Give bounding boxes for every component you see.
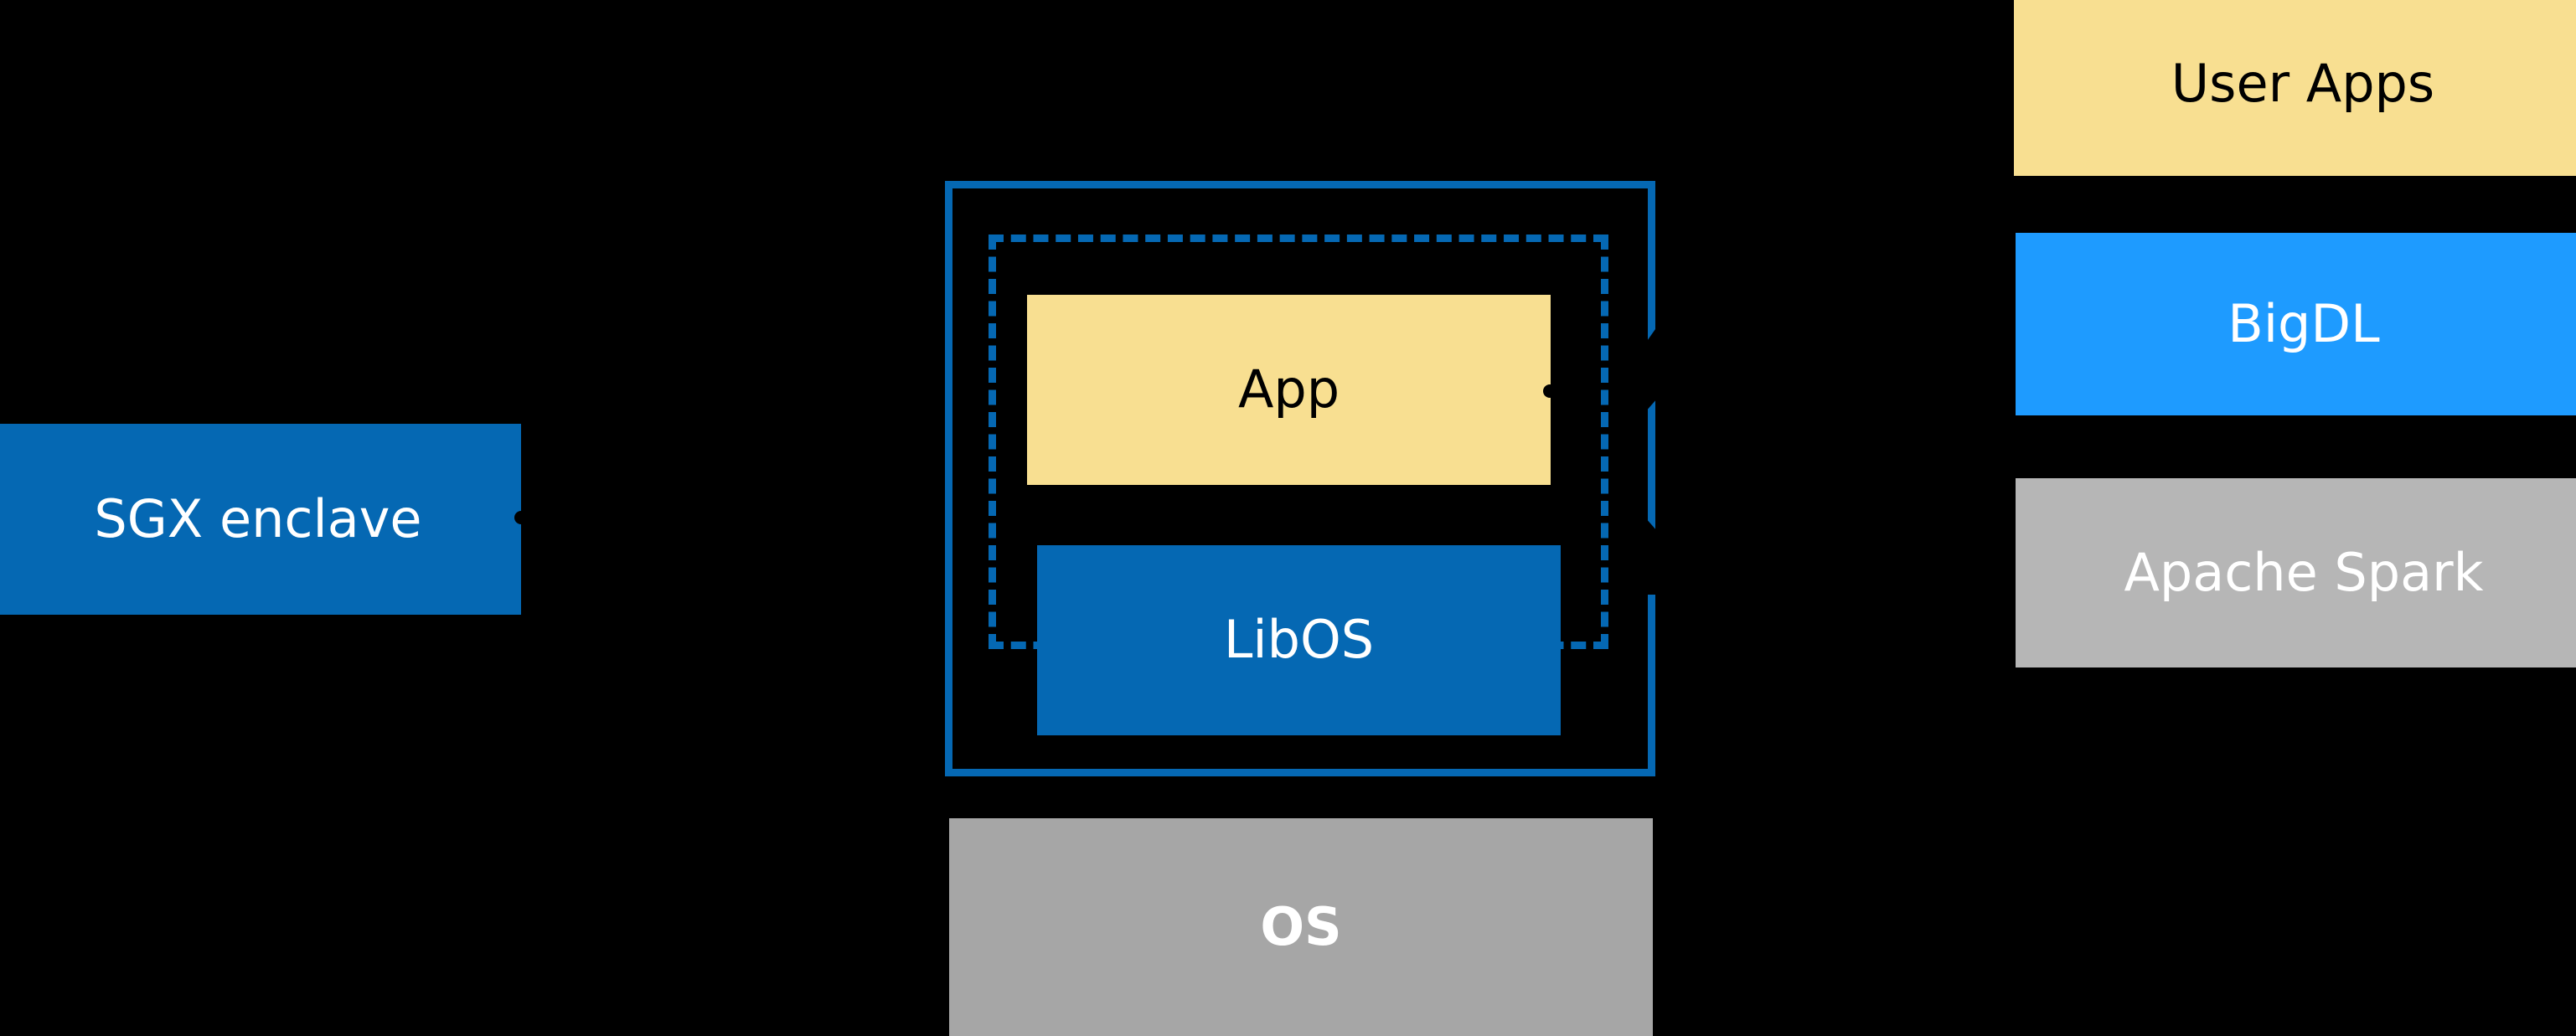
frame-crossing-connector-icon (1611, 243, 1688, 595)
user-apps-label: User Apps (2171, 52, 2435, 114)
libos-label: LibOS (1223, 609, 1375, 671)
os-box[interactable]: OS (949, 818, 1653, 1036)
apache-spark-box[interactable]: Apache Spark (2016, 478, 2576, 667)
enclave-boundary-frame (945, 181, 1655, 776)
bigdl-box[interactable]: BigDL (2016, 233, 2576, 415)
sgx-enclave-box[interactable]: SGX enclave (0, 424, 521, 615)
apache-spark-label: Apache Spark (2124, 541, 2484, 603)
app-connector-arrow-icon (1543, 384, 1556, 398)
sgx-connector-arrow-icon (514, 511, 528, 524)
app-label: App (1237, 358, 1340, 420)
os-label: OS (1260, 895, 1342, 957)
user-apps-box[interactable]: User Apps (2014, 0, 2576, 176)
bigdl-label: BigDL (2228, 292, 2380, 354)
app-box[interactable]: App (1027, 295, 1551, 485)
libos-box[interactable]: LibOS (1037, 545, 1561, 735)
sgx-enclave-label: SGX enclave (94, 487, 422, 549)
